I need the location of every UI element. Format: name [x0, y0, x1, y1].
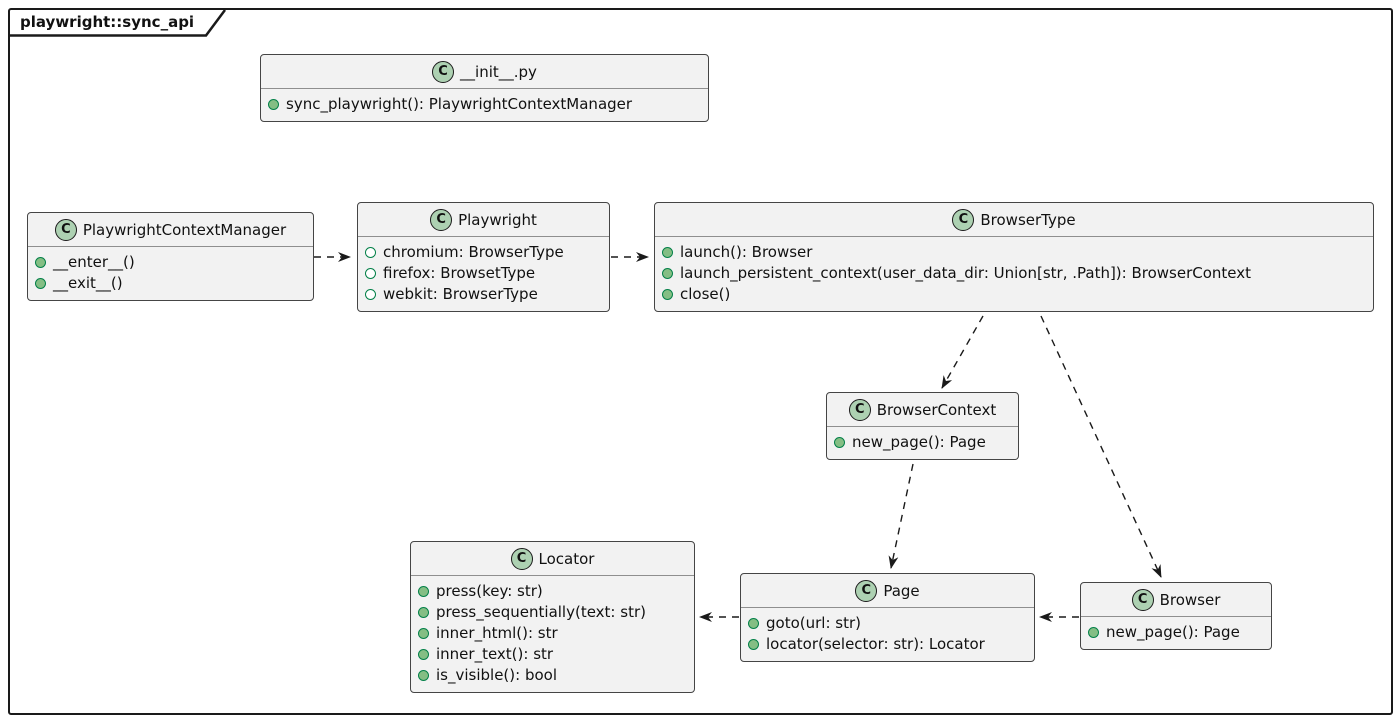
class-box-init-py: C __init__.py sync_playwright(): Playwri… — [260, 54, 709, 122]
class-stereotype-icon: C — [952, 209, 975, 231]
member-row: inner_text(): str — [418, 644, 686, 665]
class-box-browser: C Browser new_page(): Page — [1080, 582, 1272, 650]
public-method-icon — [662, 247, 673, 258]
member-row: is_visible(): bool — [418, 665, 686, 686]
class-header: C Page — [741, 574, 1034, 608]
public-method-icon — [748, 618, 759, 629]
member-row: close() — [662, 284, 1365, 305]
public-field-icon — [365, 289, 376, 300]
class-name: Locator — [538, 550, 595, 568]
member-row: __enter__() — [35, 252, 305, 273]
class-box-browser-context: C BrowserContext new_page(): Page — [826, 392, 1019, 460]
class-box-browser-type: C BrowserType launch(): Browser launch_p… — [654, 202, 1374, 312]
class-stereotype-icon: C — [1131, 589, 1154, 611]
class-stereotype-icon: C — [54, 219, 77, 241]
public-field-icon — [365, 268, 376, 279]
class-stereotype-icon: C — [430, 209, 453, 231]
class-members: chromium: BrowserType firefox: BrowsetTy… — [358, 237, 609, 311]
member-row: locator(selector: str): Locator — [748, 634, 1026, 655]
member-row: goto(url: str) — [748, 613, 1026, 634]
public-method-icon — [1088, 627, 1099, 638]
public-method-icon — [268, 99, 279, 110]
class-stereotype-icon: C — [432, 61, 455, 83]
class-stereotype-icon: C — [510, 548, 533, 570]
member-text: press(key: str) — [436, 582, 543, 600]
member-row: new_page(): Page — [1088, 622, 1263, 643]
class-name: BrowserType — [980, 211, 1076, 229]
member-text: locator(selector: str): Locator — [766, 635, 985, 653]
member-text: press_sequentially(text: str) — [436, 603, 646, 621]
member-row: sync_playwright(): PlaywrightContextMana… — [268, 94, 700, 115]
member-text: chromium: BrowserType — [383, 243, 564, 261]
member-text: sync_playwright(): PlaywrightContextMana… — [286, 95, 633, 113]
member-text: is_visible(): bool — [436, 666, 557, 684]
member-row: launch(): Browser — [662, 242, 1365, 263]
class-name: BrowserContext — [876, 401, 997, 419]
class-members: sync_playwright(): PlaywrightContextMana… — [261, 89, 708, 121]
class-stereotype-icon: C — [848, 399, 871, 421]
class-members: new_page(): Page — [1081, 617, 1271, 649]
class-box-page: C Page goto(url: str) locator(selector: … — [740, 573, 1035, 662]
class-members: launch(): Browser launch_persistent_cont… — [655, 237, 1373, 311]
class-box-playwright-context-manager: C PlaywrightContextManager __enter__() _… — [27, 212, 314, 301]
member-text: webkit: BrowserType — [383, 285, 538, 303]
public-method-icon — [418, 607, 429, 618]
class-name: Page — [883, 582, 920, 600]
member-text: new_page(): Page — [1106, 623, 1240, 641]
public-method-icon — [35, 257, 46, 268]
member-row: inner_html(): str — [418, 623, 686, 644]
class-header: C PlaywrightContextManager — [28, 213, 313, 247]
public-method-icon — [662, 268, 673, 279]
class-box-playwright: C Playwright chromium: BrowserType firef… — [357, 202, 610, 312]
member-row: chromium: BrowserType — [365, 242, 601, 263]
public-method-icon — [418, 649, 429, 660]
class-header: C BrowserContext — [827, 393, 1018, 427]
class-name: __init__.py — [460, 63, 537, 81]
member-text: inner_html(): str — [436, 624, 558, 642]
class-header: C __init__.py — [261, 55, 708, 89]
public-method-icon — [662, 289, 673, 300]
member-row: press(key: str) — [418, 581, 686, 602]
class-name: Playwright — [458, 211, 537, 229]
class-header: C Browser — [1081, 583, 1271, 617]
member-row: firefox: BrowsetType — [365, 263, 601, 284]
package-name: playwright::sync_api — [20, 13, 195, 31]
class-box-locator: C Locator press(key: str) press_sequenti… — [410, 541, 695, 693]
class-members: goto(url: str) locator(selector: str): L… — [741, 608, 1034, 661]
public-method-icon — [748, 639, 759, 650]
package-tab-outline — [10, 10, 227, 37]
member-row: __exit__() — [35, 273, 305, 294]
class-members: new_page(): Page — [827, 427, 1018, 459]
member-text: firefox: BrowsetType — [383, 264, 536, 282]
public-method-icon — [834, 437, 845, 448]
member-text: launch_persistent_context(user_data_dir:… — [680, 264, 1252, 282]
member-text: __enter__() — [53, 253, 135, 271]
public-method-icon — [35, 278, 46, 289]
class-name: PlaywrightContextManager — [82, 221, 287, 239]
member-row: press_sequentially(text: str) — [418, 602, 686, 623]
member-text: new_page(): Page — [852, 433, 986, 451]
member-row: launch_persistent_context(user_data_dir:… — [662, 263, 1365, 284]
member-text: inner_text(): str — [436, 645, 554, 663]
public-method-icon — [418, 628, 429, 639]
class-header: C Playwright — [358, 203, 609, 237]
member-row: webkit: BrowserType — [365, 284, 601, 305]
class-members: __enter__() __exit__() — [28, 247, 313, 300]
member-text: goto(url: str) — [766, 614, 861, 632]
public-method-icon — [418, 670, 429, 681]
member-text: close() — [680, 285, 731, 303]
member-row: new_page(): Page — [834, 432, 1010, 453]
class-stereotype-icon: C — [855, 580, 878, 602]
class-header: C BrowserType — [655, 203, 1373, 237]
class-header: C Locator — [411, 542, 694, 576]
class-name: Browser — [1159, 591, 1221, 609]
public-method-icon — [418, 586, 429, 597]
class-members: press(key: str) press_sequentially(text:… — [411, 576, 694, 692]
member-text: __exit__() — [53, 274, 123, 292]
public-field-icon — [365, 247, 376, 258]
member-text: launch(): Browser — [680, 243, 813, 261]
